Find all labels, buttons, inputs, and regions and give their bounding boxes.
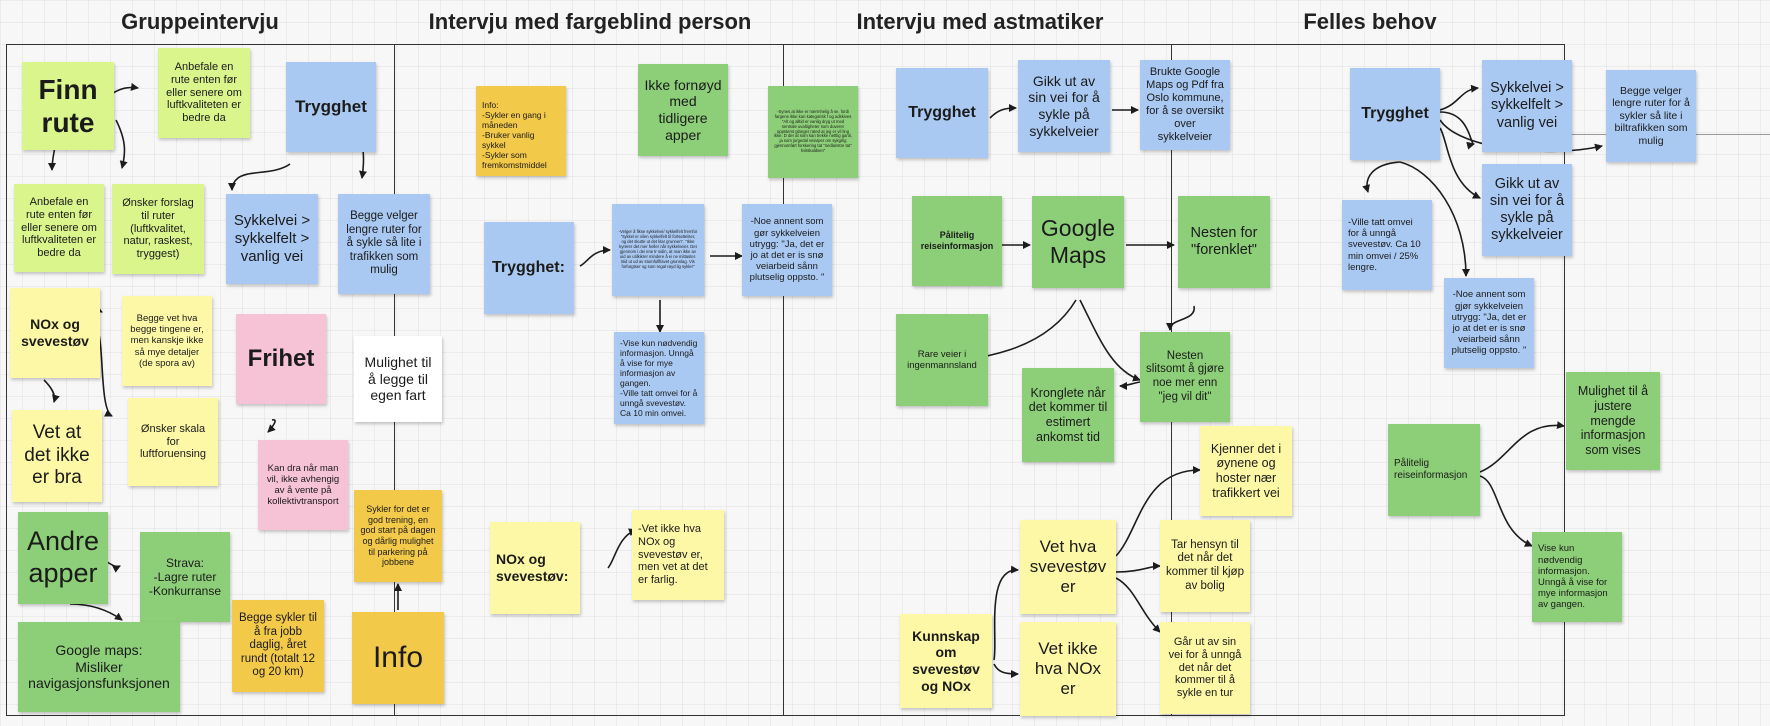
note-begge-vet[interactable]: Begge vet hva begge tingene er, men kans…	[122, 296, 212, 386]
note-trygghet-astmatiker[interactable]: Trygghet	[896, 68, 988, 158]
note-mulighet-justere[interactable]: Mulighet til å justere mengde informasjo…	[1566, 372, 1660, 470]
note-google-maps-misliker[interactable]: Google maps: Misliker navigasjonsfunksjo…	[18, 622, 180, 712]
note-begge-velger[interactable]: Begge velger lengre ruter for å sykle så…	[338, 194, 430, 294]
note-kan-dra[interactable]: Kan dra når man vil, ikke avhengig av å …	[258, 440, 348, 530]
note-begge-velger-felles[interactable]: Begge velger lengre ruter for å sykler s…	[1606, 70, 1696, 162]
note-frihet[interactable]: Frihet	[236, 314, 326, 404]
note-sykkelvei[interactable]: Sykkelvei > sykkelfelt > vanlig vei	[226, 194, 318, 284]
note-trygghet-felles[interactable]: Trygghet	[1350, 68, 1440, 160]
note-quote-blue[interactable]: -Velger å fikse sykkelvei/ sykkelfelt fr…	[612, 204, 704, 296]
note-palitelig-reiseinformasjon[interactable]: Pålitelig reiseinformasjon	[912, 196, 1002, 286]
note-sykler-for[interactable]: Sykler for det er god trening, en god st…	[354, 490, 442, 582]
note-vet-ikke-nox[interactable]: Vet ikke hva NOx er	[1020, 622, 1116, 716]
note-vise-kun-nodvendig[interactable]: -Vise kun nødvendig informasjon. Unngå å…	[614, 332, 704, 424]
note-trygghet[interactable]: Trygghet	[286, 62, 376, 152]
note-info-fargeblind[interactable]: Info: -Sykler en gang i måneden -Bruker …	[476, 86, 566, 176]
note-rare-veier[interactable]: Rare veier i ingenmannsland	[896, 314, 988, 406]
note-anbefale-rute-b[interactable]: Anbefale en rute enten før eller senere …	[14, 184, 104, 272]
note-finn-rute[interactable]: Finn rute	[22, 62, 114, 150]
note-onsker-forslag[interactable]: Ønsker forslag til ruter (luftkvalitet, …	[112, 184, 204, 274]
note-begge-sykler[interactable]: Begge sykler til å fra jobb daglig, året…	[232, 600, 324, 692]
note-onsker-skala[interactable]: Ønsker skala for luftforuensing	[128, 398, 218, 486]
note-nesten-forenklet[interactable]: Nesten for "forenklet"	[1178, 196, 1270, 288]
note-noe-annet[interactable]: -Noe annent som gør sykkelveien utrygg: …	[742, 204, 832, 296]
note-nesten-slitsomt[interactable]: Nesten slitsomt å gjøre noe mer enn "jeg…	[1140, 332, 1230, 422]
note-google-maps[interactable]: Google Maps	[1032, 196, 1124, 288]
column-title-fargeblind: Intervju med fargeblind person	[428, 9, 752, 34]
note-nox-svevestov-fargeblind[interactable]: NOx og svevestøv:	[490, 522, 580, 614]
note-vise-kun-felles[interactable]: Vise kun nødvendig informasjon. Unngå å …	[1532, 532, 1622, 622]
note-info[interactable]: Info	[352, 612, 444, 704]
note-trygghet-fargeblind[interactable]: Trygghet:	[484, 222, 574, 314]
column-title-gruppeintervju: Gruppeintervju	[121, 9, 279, 34]
note-andre-apper[interactable]: Andre apper	[18, 512, 108, 604]
note-vet-ikke-bra[interactable]: Vet at det ikke er bra	[12, 410, 102, 502]
note-strava[interactable]: Strava: -Lagre ruter -Konkurranse	[140, 532, 230, 622]
note-gar-ut-av-sin-vei[interactable]: Går ut av sin vei for å unngå det når de…	[1160, 622, 1250, 714]
note-vet-ikke-farlig[interactable]: -Vet ikke hva NOx og svevestøv er, men v…	[632, 510, 724, 600]
note-quote-green[interactable]: -Synes at ikke er nærmhelig å se, fordi …	[768, 86, 858, 178]
note-gikk-ut-felles[interactable]: Gikk ut av sin vei for å sykle på sykkel…	[1482, 164, 1572, 256]
note-ikke-fornoyd[interactable]: Ikke fornøyd med tidligere apper	[638, 64, 728, 156]
note-nox-svevestov[interactable]: NOx og svevestøv	[10, 288, 100, 378]
note-ville-tatt-omvei[interactable]: -Ville tatt omvei for å unngå svevestøv.…	[1342, 200, 1432, 290]
note-anbefale-rute-a[interactable]: Anbefale en rute enten før eller senere …	[158, 48, 250, 138]
note-kronglete[interactable]: Kronglete når det kommer til estimert an…	[1022, 368, 1114, 462]
note-gikk-ut-av-sin-vei[interactable]: Gikk ut av sin vei for å sykle på sykkel…	[1018, 60, 1110, 152]
column-title-astmatiker: Intervju med astmatiker	[856, 9, 1104, 34]
note-vet-hva-svevestov[interactable]: Vet hva svevestøv er	[1020, 520, 1116, 614]
note-kjenner-det[interactable]: Kjenner det i øynene og hoster nær trafi…	[1200, 426, 1292, 516]
note-mulighet-fart[interactable]: Mulighet til å legge til egen fart	[354, 336, 442, 422]
column-title-felles-behov: Felles behov	[1303, 9, 1437, 34]
note-noe-annet-felles[interactable]: -Noe annent som gjør sykkelveien utrygg:…	[1444, 278, 1534, 368]
note-brukte-google-maps[interactable]: Brukte Google Maps og Pdf fra Oslo kommu…	[1140, 60, 1230, 150]
note-palitelig-felles[interactable]: Pålitelig reiseinformasjon	[1388, 424, 1480, 516]
note-kunnskap[interactable]: Kunnskap om svevestøv og NOx	[900, 614, 992, 708]
note-sykkelvei-felles[interactable]: Sykkelvei > sykkelfelt > vanlig vei	[1482, 60, 1572, 152]
note-tar-hensyn[interactable]: Tar hensyn til det når det kommer til kj…	[1160, 520, 1250, 612]
